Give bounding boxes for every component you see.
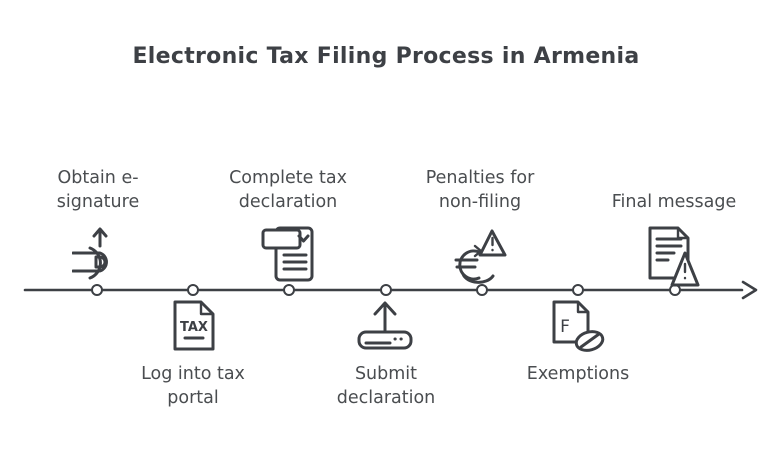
label-line: Log into tax (141, 364, 245, 384)
step-label-exemptions: Exemptions (527, 362, 629, 386)
document-exemption-icon: F (552, 300, 605, 352)
upload-icon (357, 301, 413, 350)
label-line: signature (56, 192, 140, 212)
timeline-node-obtain-e-signature (91, 284, 103, 296)
label-line: Exemptions (526, 364, 630, 384)
euro-warning-icon (454, 229, 507, 284)
label-line: non-filing (438, 192, 522, 212)
step-label-penalties-for-non-filing: Penalties for non-filing (426, 166, 535, 214)
declaration-form-icon (261, 226, 314, 282)
label-line: declaration (336, 388, 436, 408)
e-signature-stamp-icon (72, 227, 108, 280)
timeline-node-log-into-tax-portal (187, 284, 199, 296)
label-line: Obtain e- (57, 168, 139, 188)
document-alert-icon (648, 226, 700, 287)
timeline-node-complete-tax-declaration (283, 284, 295, 296)
label-line: Submit (354, 364, 418, 384)
tax-icon-label: TAX (180, 320, 208, 335)
step-label-obtain-e-signature: Obtain e- signature (57, 166, 139, 214)
diagram-title: Electronic Tax Filing Process in Armenia (132, 44, 640, 69)
step-label-log-into-tax-portal: Log into tax portal (141, 362, 245, 410)
label-line: declaration (238, 192, 338, 212)
step-label-submit-declaration: Submit declaration (337, 362, 436, 410)
step-label-complete-tax-declaration: Complete tax declaration (229, 166, 347, 214)
label-line: portal (167, 388, 219, 408)
label-line: Final message (611, 192, 737, 212)
axis-arrowhead-icon (741, 280, 758, 300)
label-line: Complete tax (229, 168, 347, 188)
label-line: Penalties for (425, 168, 535, 188)
step-label-final-message: Final message (612, 190, 737, 214)
timeline-node-exemptions (572, 284, 584, 296)
timeline-node-submit-declaration (380, 284, 392, 296)
timeline-node-penalties-for-non-filing (476, 284, 488, 296)
exemption-icon-letter: F (560, 317, 570, 337)
tax-document-icon: TAX (173, 300, 215, 351)
